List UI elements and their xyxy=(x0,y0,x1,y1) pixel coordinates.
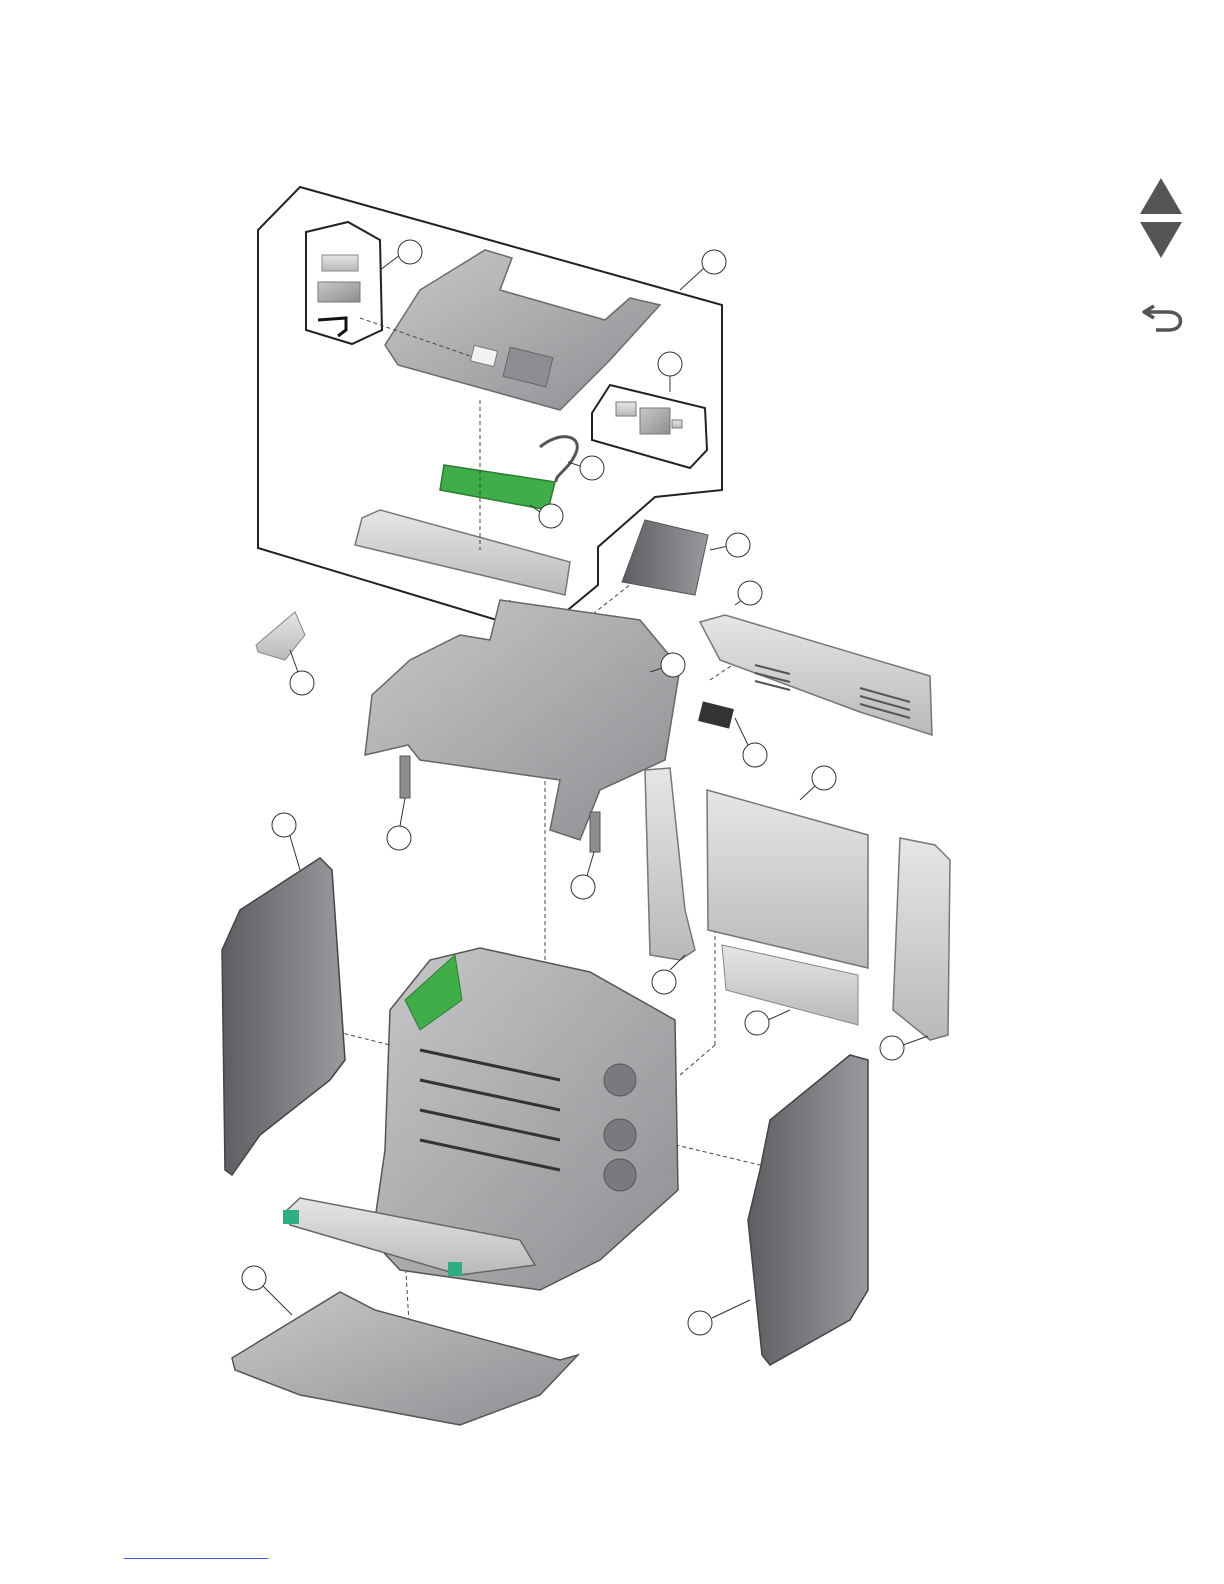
callout-17 xyxy=(880,1036,928,1060)
triangle-down-icon xyxy=(1138,220,1184,260)
filter-part xyxy=(698,701,734,728)
right-hinge-part xyxy=(590,812,600,852)
operator-panel-board-part xyxy=(440,465,555,510)
footer-link[interactable] xyxy=(124,1548,268,1559)
display-window-part xyxy=(322,255,358,271)
triangle-up-icon xyxy=(1138,176,1184,216)
left-hinge-part xyxy=(400,756,410,798)
return-arrow-icon xyxy=(1140,296,1186,336)
callout-8 xyxy=(290,650,314,695)
keypad-buttons-part xyxy=(616,402,682,434)
callout-15 xyxy=(652,955,685,994)
callout-19 xyxy=(688,1300,750,1335)
callout-2 xyxy=(680,250,726,290)
left-top-panel-part xyxy=(256,612,305,660)
front-door-part xyxy=(232,1292,578,1425)
callout-14 xyxy=(571,852,595,899)
printer-frame-motors xyxy=(604,1064,636,1191)
callout-10 xyxy=(735,718,767,767)
back-button[interactable] xyxy=(1140,296,1186,336)
callout-13 xyxy=(272,813,300,870)
rear-shield-plate-part xyxy=(707,790,868,968)
callout-6 xyxy=(710,533,750,557)
top-cover-part xyxy=(385,250,660,410)
access-door-part xyxy=(622,520,708,595)
display-cable-part xyxy=(318,318,346,336)
right-latch-part xyxy=(448,1262,462,1276)
display-frame-part xyxy=(318,282,360,302)
upper-frame-part xyxy=(365,600,680,840)
callout-1 xyxy=(380,240,422,270)
left-side-cover-part xyxy=(222,858,345,1175)
operator-panel-bottom-frame-part xyxy=(355,510,570,595)
callout-18 xyxy=(242,1266,292,1315)
callout-7 xyxy=(735,581,762,605)
callout-16 xyxy=(745,1010,790,1035)
rear-left-rail-part xyxy=(645,768,695,960)
operator-panel-cable-part xyxy=(540,437,577,482)
callout-3 xyxy=(658,352,682,392)
left-latch-part xyxy=(283,1210,299,1224)
callout-11 xyxy=(800,766,836,800)
next-page-button[interactable] xyxy=(1138,220,1184,260)
rear-right-rail-part xyxy=(893,838,950,1040)
prev-page-button[interactable] xyxy=(1138,176,1184,216)
right-side-cover-part xyxy=(748,1055,868,1365)
callout-12 xyxy=(387,798,411,850)
rear-top-cover-part xyxy=(700,615,932,735)
